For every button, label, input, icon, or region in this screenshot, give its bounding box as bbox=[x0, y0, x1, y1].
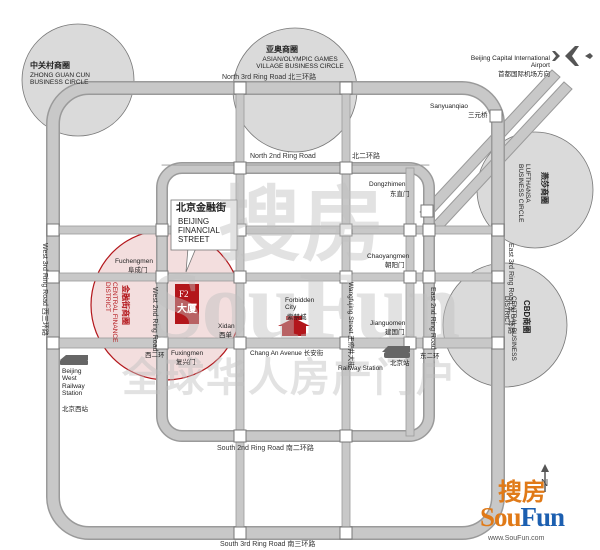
callout-box bbox=[170, 199, 238, 251]
building-code: F2 bbox=[179, 289, 189, 299]
train-icon bbox=[60, 346, 410, 365]
north-second-ring-label-zh: 北二环路 bbox=[352, 153, 380, 160]
asian-games-zh: 亚奥商圈 bbox=[266, 45, 298, 54]
airport-en: Beijing Capital International Airport bbox=[470, 55, 550, 70]
west-second-ring-label: West 2nd Ring Road bbox=[151, 287, 158, 352]
compass-label: N bbox=[541, 478, 549, 489]
north-third-ring-label: North 3rd Ring Road 北三环路 bbox=[222, 74, 317, 81]
east-second-ring-label: East 2nd Ring Road bbox=[429, 287, 436, 350]
sanyuanqiao-zh-label: 三元桥 bbox=[468, 112, 488, 119]
fuchengmen-zh-label: 阜成门 bbox=[128, 267, 148, 274]
zhongguancun-en: ZHONG GUAN CUN BUSINESS CIRCLE bbox=[30, 72, 90, 87]
forbidden-city-icon bbox=[278, 316, 310, 336]
west-railway-label: Beijing West Railway Station bbox=[62, 368, 85, 398]
fuchengmen-label: Fuchengmen bbox=[115, 258, 153, 265]
south-second-ring-label: South 2nd Ring Road 南二环路 bbox=[217, 445, 314, 452]
zhongguancun-zh: 中关村商圈 bbox=[30, 61, 70, 70]
forbidden-city-zh-label: 紫禁城 bbox=[287, 314, 307, 321]
xidan-label: Xidan bbox=[218, 323, 235, 330]
callout-en: BEIJING FINANCIAL STREET bbox=[178, 217, 220, 245]
fuxingmen-label: Fuxingmen bbox=[171, 350, 204, 357]
logo-fun: Fun bbox=[520, 502, 566, 532]
airport-zh: 首都国际机场方向 bbox=[498, 71, 550, 78]
xierhuan-label: 西二环 bbox=[145, 352, 165, 359]
chaoyangmen-zh-label: 朝阳门 bbox=[385, 262, 405, 269]
building-zh: 大厦 bbox=[177, 304, 197, 315]
f2-building bbox=[175, 284, 199, 324]
logo-en: SouFun bbox=[480, 502, 566, 533]
railway-station-label: Railway Station bbox=[338, 365, 383, 372]
chaoyangmen-label: Chaoyangmen bbox=[367, 253, 410, 260]
dongerhuan-label: 东二环 bbox=[420, 353, 440, 360]
logo-sou: Sou bbox=[480, 502, 522, 532]
dongzhimen-label: Dongzhimen bbox=[369, 181, 406, 188]
cbd-zh: CBD商圈 bbox=[522, 300, 531, 334]
east-third-ring-label: East 3rd Ring Road 东三环路 bbox=[507, 243, 514, 335]
financial-en: CENTRAL FINANCE DISTRICT bbox=[103, 282, 118, 343]
interchanges bbox=[46, 81, 505, 540]
asian-games-en: ASIAN/OLYMPIC GAMES VILLAGE BUSINESS CIR… bbox=[256, 56, 344, 71]
callout-zh: 北京金融街 bbox=[176, 203, 226, 214]
jianguomen-zh-label: 建国门 bbox=[385, 329, 405, 336]
second-ring-road bbox=[156, 162, 435, 442]
north-second-ring-label-en: North 2nd Ring Road bbox=[250, 153, 316, 160]
xidan-zh-label: 西单 bbox=[219, 332, 232, 339]
airplane-icon bbox=[552, 46, 593, 66]
yansha-en: LUFTHANSA BUSINESS CIRCLE bbox=[516, 164, 531, 223]
compass-icon bbox=[541, 464, 549, 492]
west-third-ring-label: West 3rd Ring Road 西三环路 bbox=[41, 243, 48, 336]
changan-label: Chang An Avenue 长安街 bbox=[250, 350, 324, 357]
wangfujing-label: Wangfujing Street 王府井大街 bbox=[347, 282, 354, 368]
forbidden-city-label: Forbidden City bbox=[285, 297, 315, 312]
sanyuanqiao-label: Sanyuanqiao bbox=[430, 103, 468, 110]
logo-url: www.SouFun.com bbox=[488, 535, 545, 542]
railway-station-zh-label: 北京站 bbox=[390, 360, 410, 367]
logo-zh: 搜房 bbox=[498, 479, 546, 506]
soufun-logo: 搜房 SouFun www.SouFun.com bbox=[480, 478, 580, 542]
dongzhimen-zh-label: 东直门 bbox=[390, 191, 410, 198]
west-railway-zh-label: 北京西站 bbox=[62, 406, 88, 413]
south-third-ring-label: South 3rd Ring Road 南三环路 bbox=[220, 541, 316, 548]
third-ring-road bbox=[46, 81, 505, 540]
jianguomen-label: Jianguomen bbox=[370, 320, 406, 327]
financial-zh: 金融街商圈 bbox=[121, 285, 130, 325]
fuxingmen-zh-label: 复兴门 bbox=[176, 359, 196, 366]
yansha-zh: 燕莎商圈 bbox=[540, 172, 549, 204]
